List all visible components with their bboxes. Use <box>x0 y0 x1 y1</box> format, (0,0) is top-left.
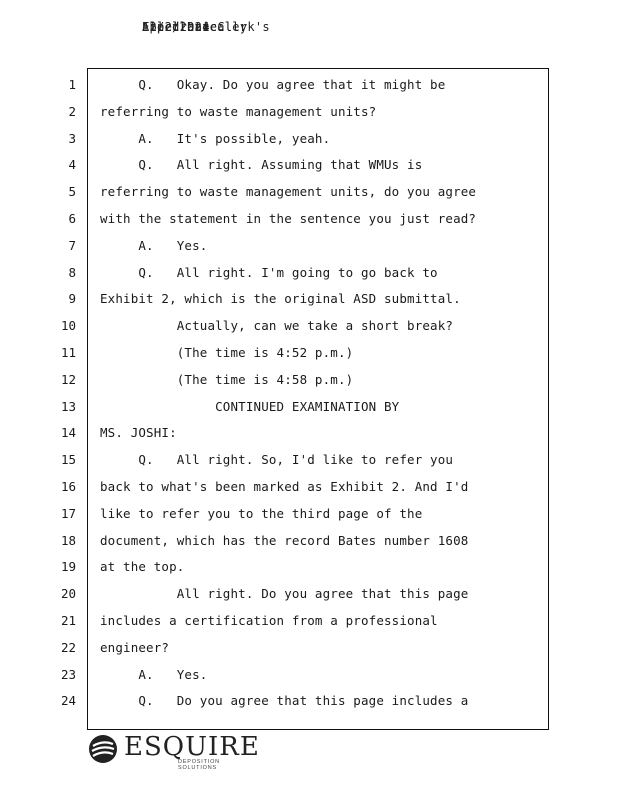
stamp-text-2: Electronically <box>142 20 248 34</box>
transcript-line: 17 like to refer you to the third page of… <box>0 501 618 528</box>
line-number: 11 <box>60 345 76 360</box>
line-number: 8 <box>68 264 76 280</box>
esquire-swirl-icon <box>89 735 117 763</box>
line-text: Q. All right. So, I'd like to refer you <box>100 452 454 468</box>
transcript-line: 5 referring to waste management units, do… <box>0 179 618 206</box>
line-text: document, which has the record Bates num… <box>100 532 469 548</box>
line-text: Actually, can we take a short break? <box>100 318 454 334</box>
line-text: A. Yes. <box>100 237 208 253</box>
line-text: CONTINUED EXAMINATION BY <box>100 398 400 414</box>
line-number: 20 <box>60 586 76 602</box>
line-number: 19 <box>60 559 76 575</box>
line-number: 17 <box>60 505 76 521</box>
transcript-line: 1 Q. Okay. Do you agree that it might be <box>0 72 618 99</box>
transcript-line: 24 Q. Do you agree that this page includ… <box>0 688 618 715</box>
line-text: with the statement in the sentence you j… <box>100 211 477 226</box>
line-number: 22 <box>60 639 76 655</box>
line-text: engineer? <box>100 639 170 655</box>
transcript-line: 6 with the statement in the sentence you … <box>0 206 618 233</box>
line-number: 7 <box>68 237 76 253</box>
line-number: 5 <box>68 184 76 200</box>
line-text: like to refer you to the third page of t… <box>100 505 423 521</box>
line-text: referring to waste management units, do … <box>100 184 477 200</box>
transcript-line: 10 Actually, can we take a short break? <box>0 313 618 340</box>
line-number: 10 <box>60 318 76 334</box>
stamp-text-3: 12/2/2024 <box>142 20 210 34</box>
line-number: 6 <box>68 211 76 226</box>
line-text: Q. All right. Assuming that WMUs is <box>100 157 423 173</box>
transcript-line: 19 at the top. <box>0 554 618 581</box>
line-number: 12 <box>60 371 76 387</box>
transcript-frame <box>87 68 549 730</box>
logo-tagline: DEPOSITION SOLUTIONS <box>178 759 220 771</box>
transcript-line: 11 (The time is 4:52 p.m.) <box>0 340 618 367</box>
line-text: referring to waste management units? <box>100 103 377 119</box>
transcript-line: 13 CONTINUED EXAMINATION BY <box>0 394 618 421</box>
transcript-line: 8 Q. All right. I'm going to go back to <box>0 260 618 287</box>
line-number: 13 <box>60 398 76 414</box>
logo-wordmark: ESQUIRE <box>124 732 260 762</box>
transcript-line: 15 Q. All right. So, I'd like to refer y… <box>0 447 618 474</box>
transcript-line: 14 MS. JOSHI: <box>0 420 618 447</box>
line-number: 23 <box>60 666 76 682</box>
line-text: A. It's possible, yeah. <box>100 130 331 146</box>
transcript-line: 22 engineer? <box>0 635 618 662</box>
line-text: at the top. <box>100 559 185 575</box>
line-number: 24 <box>60 693 76 709</box>
line-number: 21 <box>60 613 76 628</box>
esquire-logo: ESQUIRE DEPOSITION SOLUTIONS <box>88 732 260 771</box>
court-filing-stamp: Filed Date: Electronically 12/2/2024 App… <box>142 20 342 40</box>
line-text: A. Yes. <box>100 666 208 682</box>
line-number: 16 <box>60 479 76 494</box>
transcript-line: 16 back to what's been marked as Exhibit … <box>0 474 618 501</box>
line-number: 15 <box>60 452 76 468</box>
line-number: 2 <box>68 103 76 119</box>
line-text: All right. Do you agree that this page <box>100 586 469 602</box>
line-number: 9 <box>68 291 76 307</box>
transcript-line: 9 Exhibit 2, which is the original ASD su… <box>0 286 618 313</box>
line-text: Q. Do you agree that this page includes … <box>100 693 469 709</box>
transcript-line: 20 All right. Do you agree that this pag… <box>0 581 618 608</box>
line-number: 3 <box>68 130 76 146</box>
line-text: Exhibit 2, which is the original ASD sub… <box>100 291 461 307</box>
line-number: 1 <box>68 77 76 92</box>
line-text: includes a certification from a professi… <box>100 613 438 628</box>
transcript-line: 4 Q. All right. Assuming that WMUs is <box>0 152 618 179</box>
stamp-text-1: Filed Date: <box>142 20 225 34</box>
stamp-text-4: Appellate Clerk's <box>142 20 270 34</box>
transcript-line: 23 A. Yes. <box>0 662 618 689</box>
line-text: back to what's been marked as Exhibit 2.… <box>100 479 469 494</box>
transcript-line: 3 A. It's possible, yeah. <box>0 126 618 153</box>
transcript-line: 21 includes a certification from a profes… <box>0 608 618 635</box>
transcript-line: 18 document, which has the record Bates n… <box>0 528 618 555</box>
line-text: (The time is 4:58 p.m.) <box>100 371 354 387</box>
transcript-line: 2 referring to waste management units? <box>0 99 618 126</box>
line-number: 4 <box>68 157 76 173</box>
line-number: 14 <box>60 425 76 441</box>
transcript-line: 12 (The time is 4:58 p.m.) <box>0 367 618 394</box>
line-text: Q. All right. I'm going to go back to <box>100 264 438 280</box>
line-text: MS. JOSHI: <box>100 425 177 441</box>
transcript-line: 7 A. Yes. <box>0 233 618 260</box>
line-text: (The time is 4:52 p.m.) <box>100 345 354 360</box>
line-text: Q. Okay. Do you agree that it might be <box>100 77 446 92</box>
line-number: 18 <box>60 532 76 548</box>
